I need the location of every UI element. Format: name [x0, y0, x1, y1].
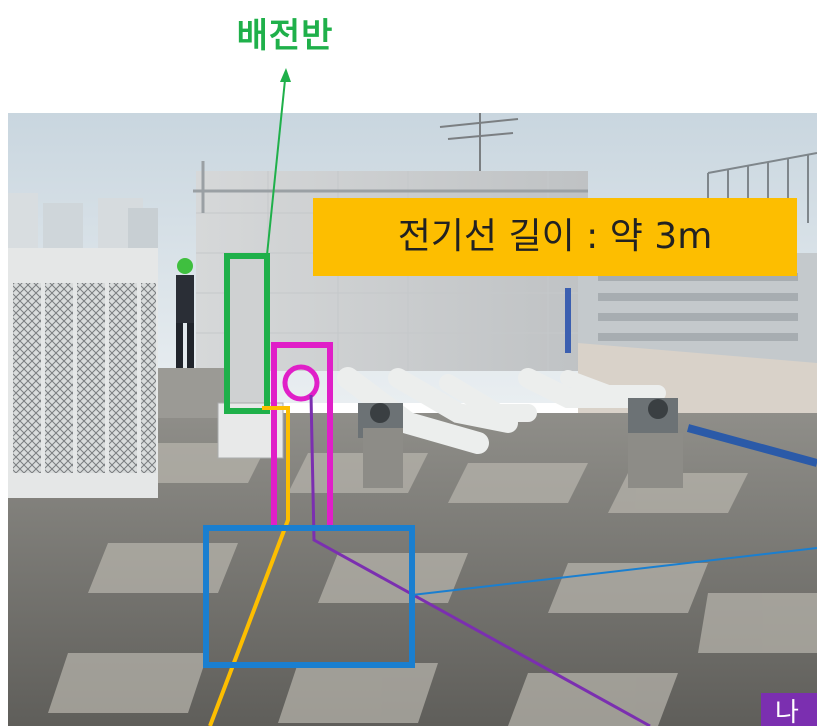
condenser-unit — [217, 402, 284, 459]
cable-length-callout: 전기선 길이 : 약 3m — [313, 198, 797, 276]
concrete-block — [628, 433, 683, 488]
concrete-block — [363, 428, 403, 488]
green-arrow-head — [280, 68, 291, 82]
distribution-panel — [228, 258, 268, 408]
railing — [193, 161, 588, 213]
right-building-windows — [598, 273, 798, 341]
outdoor-ac-units — [8, 248, 158, 498]
worker — [176, 258, 194, 368]
blue-pipe — [686, 424, 817, 467]
purple-callout-fragment: 나 — [761, 693, 817, 726]
distribution-panel-label: 배전반 — [236, 16, 334, 56]
